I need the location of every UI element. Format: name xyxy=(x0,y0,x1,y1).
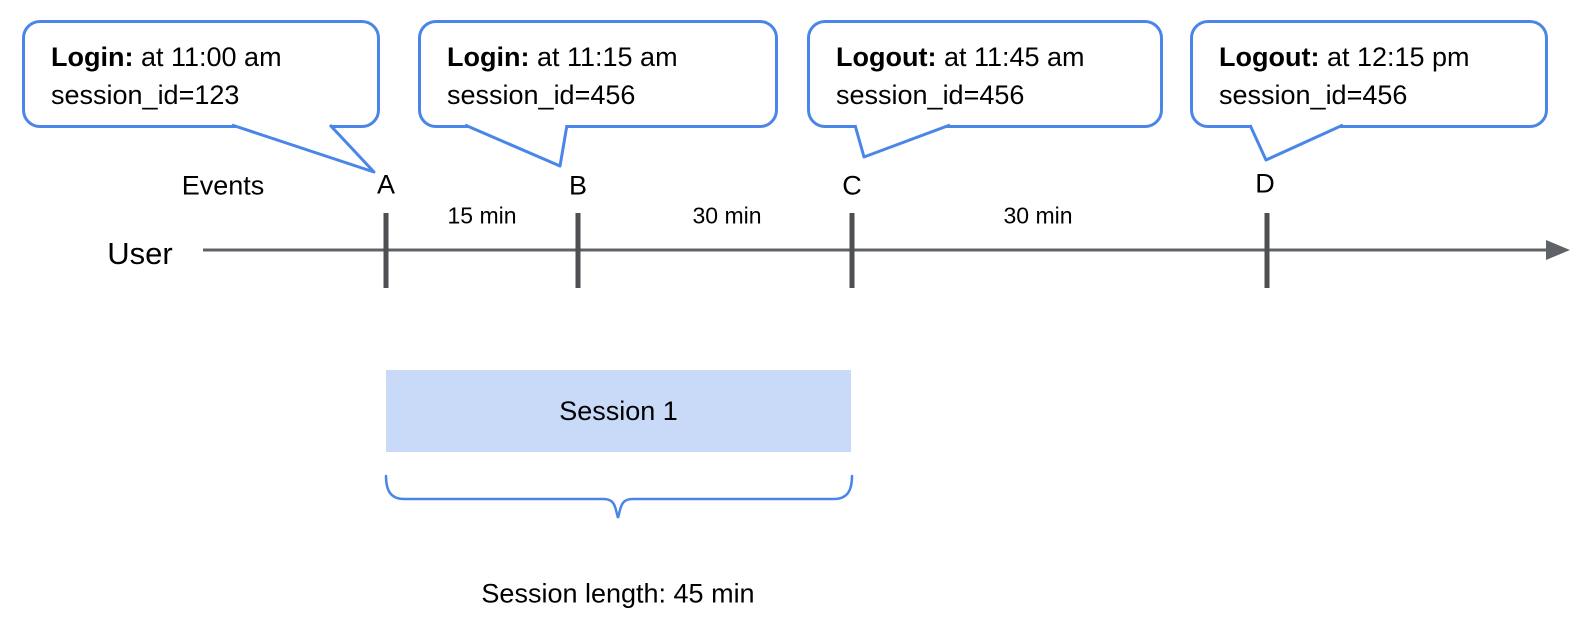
callout-tail-d xyxy=(1248,123,1344,162)
callout-login-b: Login: at 11:15 am session_id=456 xyxy=(418,20,778,128)
event-marker-label-c: C xyxy=(842,170,862,201)
callout-login-a: Login: at 11:00 am session_id=123 xyxy=(22,20,380,128)
event-type-label: Logout: xyxy=(1219,42,1320,72)
callout-line-event: Logout: at 12:15 pm xyxy=(1219,38,1535,76)
interval-label-c-d: 30 min xyxy=(1003,202,1073,229)
user-row-label: User xyxy=(107,236,173,271)
callout-line-session-id: session_id=456 xyxy=(836,80,1025,110)
callout-line-session-id: session_id=456 xyxy=(447,80,636,110)
callout-line-event: Logout: at 11:45 am xyxy=(836,38,1150,76)
event-marker-label-b: B xyxy=(568,170,588,201)
event-type-label: Login: xyxy=(51,42,134,72)
callout-line-event: Login: at 11:00 am xyxy=(51,38,367,76)
event-time-label: at 11:00 am xyxy=(133,42,282,72)
event-type-label: Logout: xyxy=(836,42,937,72)
callout-logout-c: Logout: at 11:45 am session_id=456 xyxy=(807,20,1163,128)
timeline-arrowhead-icon xyxy=(1546,240,1570,260)
callout-line-session-id: session_id=123 xyxy=(51,80,240,110)
callout-tail-c xyxy=(853,123,951,159)
events-row-label: Events xyxy=(181,170,265,201)
callout-line-session-id: session_id=456 xyxy=(1219,80,1408,110)
callout-tail-a xyxy=(231,123,376,174)
event-type-label: Login: xyxy=(447,42,530,72)
event-time-label: at 11:15 am xyxy=(529,42,678,72)
event-time-label: at 12:15 pm xyxy=(1319,42,1470,72)
session-1-block: Session 1 xyxy=(386,370,851,452)
session-length-brace xyxy=(384,474,854,519)
event-marker-label-a: A xyxy=(376,169,396,200)
callout-line-event: Login: at 11:15 am xyxy=(447,38,765,76)
session-length-label: Session length: 45 min xyxy=(481,578,755,609)
event-marker-label-d: D xyxy=(1255,168,1275,199)
interval-label-a-b: 15 min xyxy=(447,202,517,229)
interval-label-b-c: 30 min xyxy=(692,202,762,229)
session-1-label: Session 1 xyxy=(559,395,678,426)
callout-tail-b xyxy=(464,123,569,168)
callout-logout-d: Logout: at 12:15 pm session_id=456 xyxy=(1190,20,1548,128)
event-time-label: at 11:45 am xyxy=(936,42,1085,72)
